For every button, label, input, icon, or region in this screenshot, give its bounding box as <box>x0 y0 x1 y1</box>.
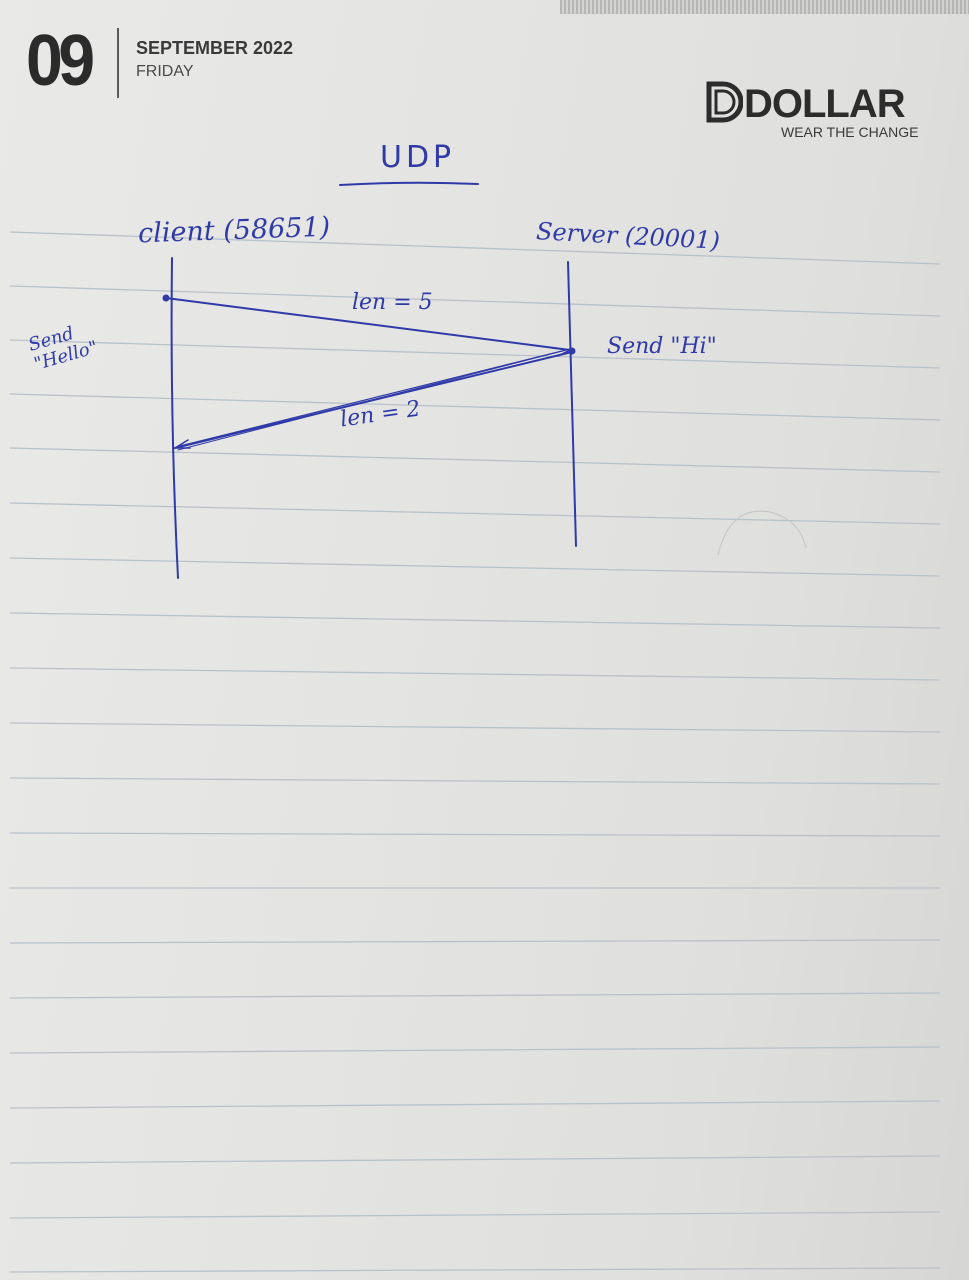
client-lifeline <box>170 257 179 579</box>
dollar-logo-icon <box>706 81 743 123</box>
brand-tagline: WEAR THE CHANGE <box>781 124 919 140</box>
date-number: 09 <box>26 21 95 101</box>
date-month-year: SEPTEMBER 2022 <box>136 38 294 58</box>
server-action-label: Send "Hi" <box>607 334 717 359</box>
date-weekday: FRIDAY <box>136 63 194 80</box>
brand-name: DOLLAR <box>744 82 906 126</box>
title-underline <box>339 181 479 186</box>
page-stack-edge <box>560 0 969 14</box>
message-length-to-server: len = 5 <box>352 290 433 315</box>
server-lifeline <box>567 261 577 547</box>
page-crease <box>717 510 807 556</box>
date-separator <box>117 28 119 98</box>
arrow-client-to-server <box>165 297 571 351</box>
note-title: UDP <box>380 140 456 175</box>
